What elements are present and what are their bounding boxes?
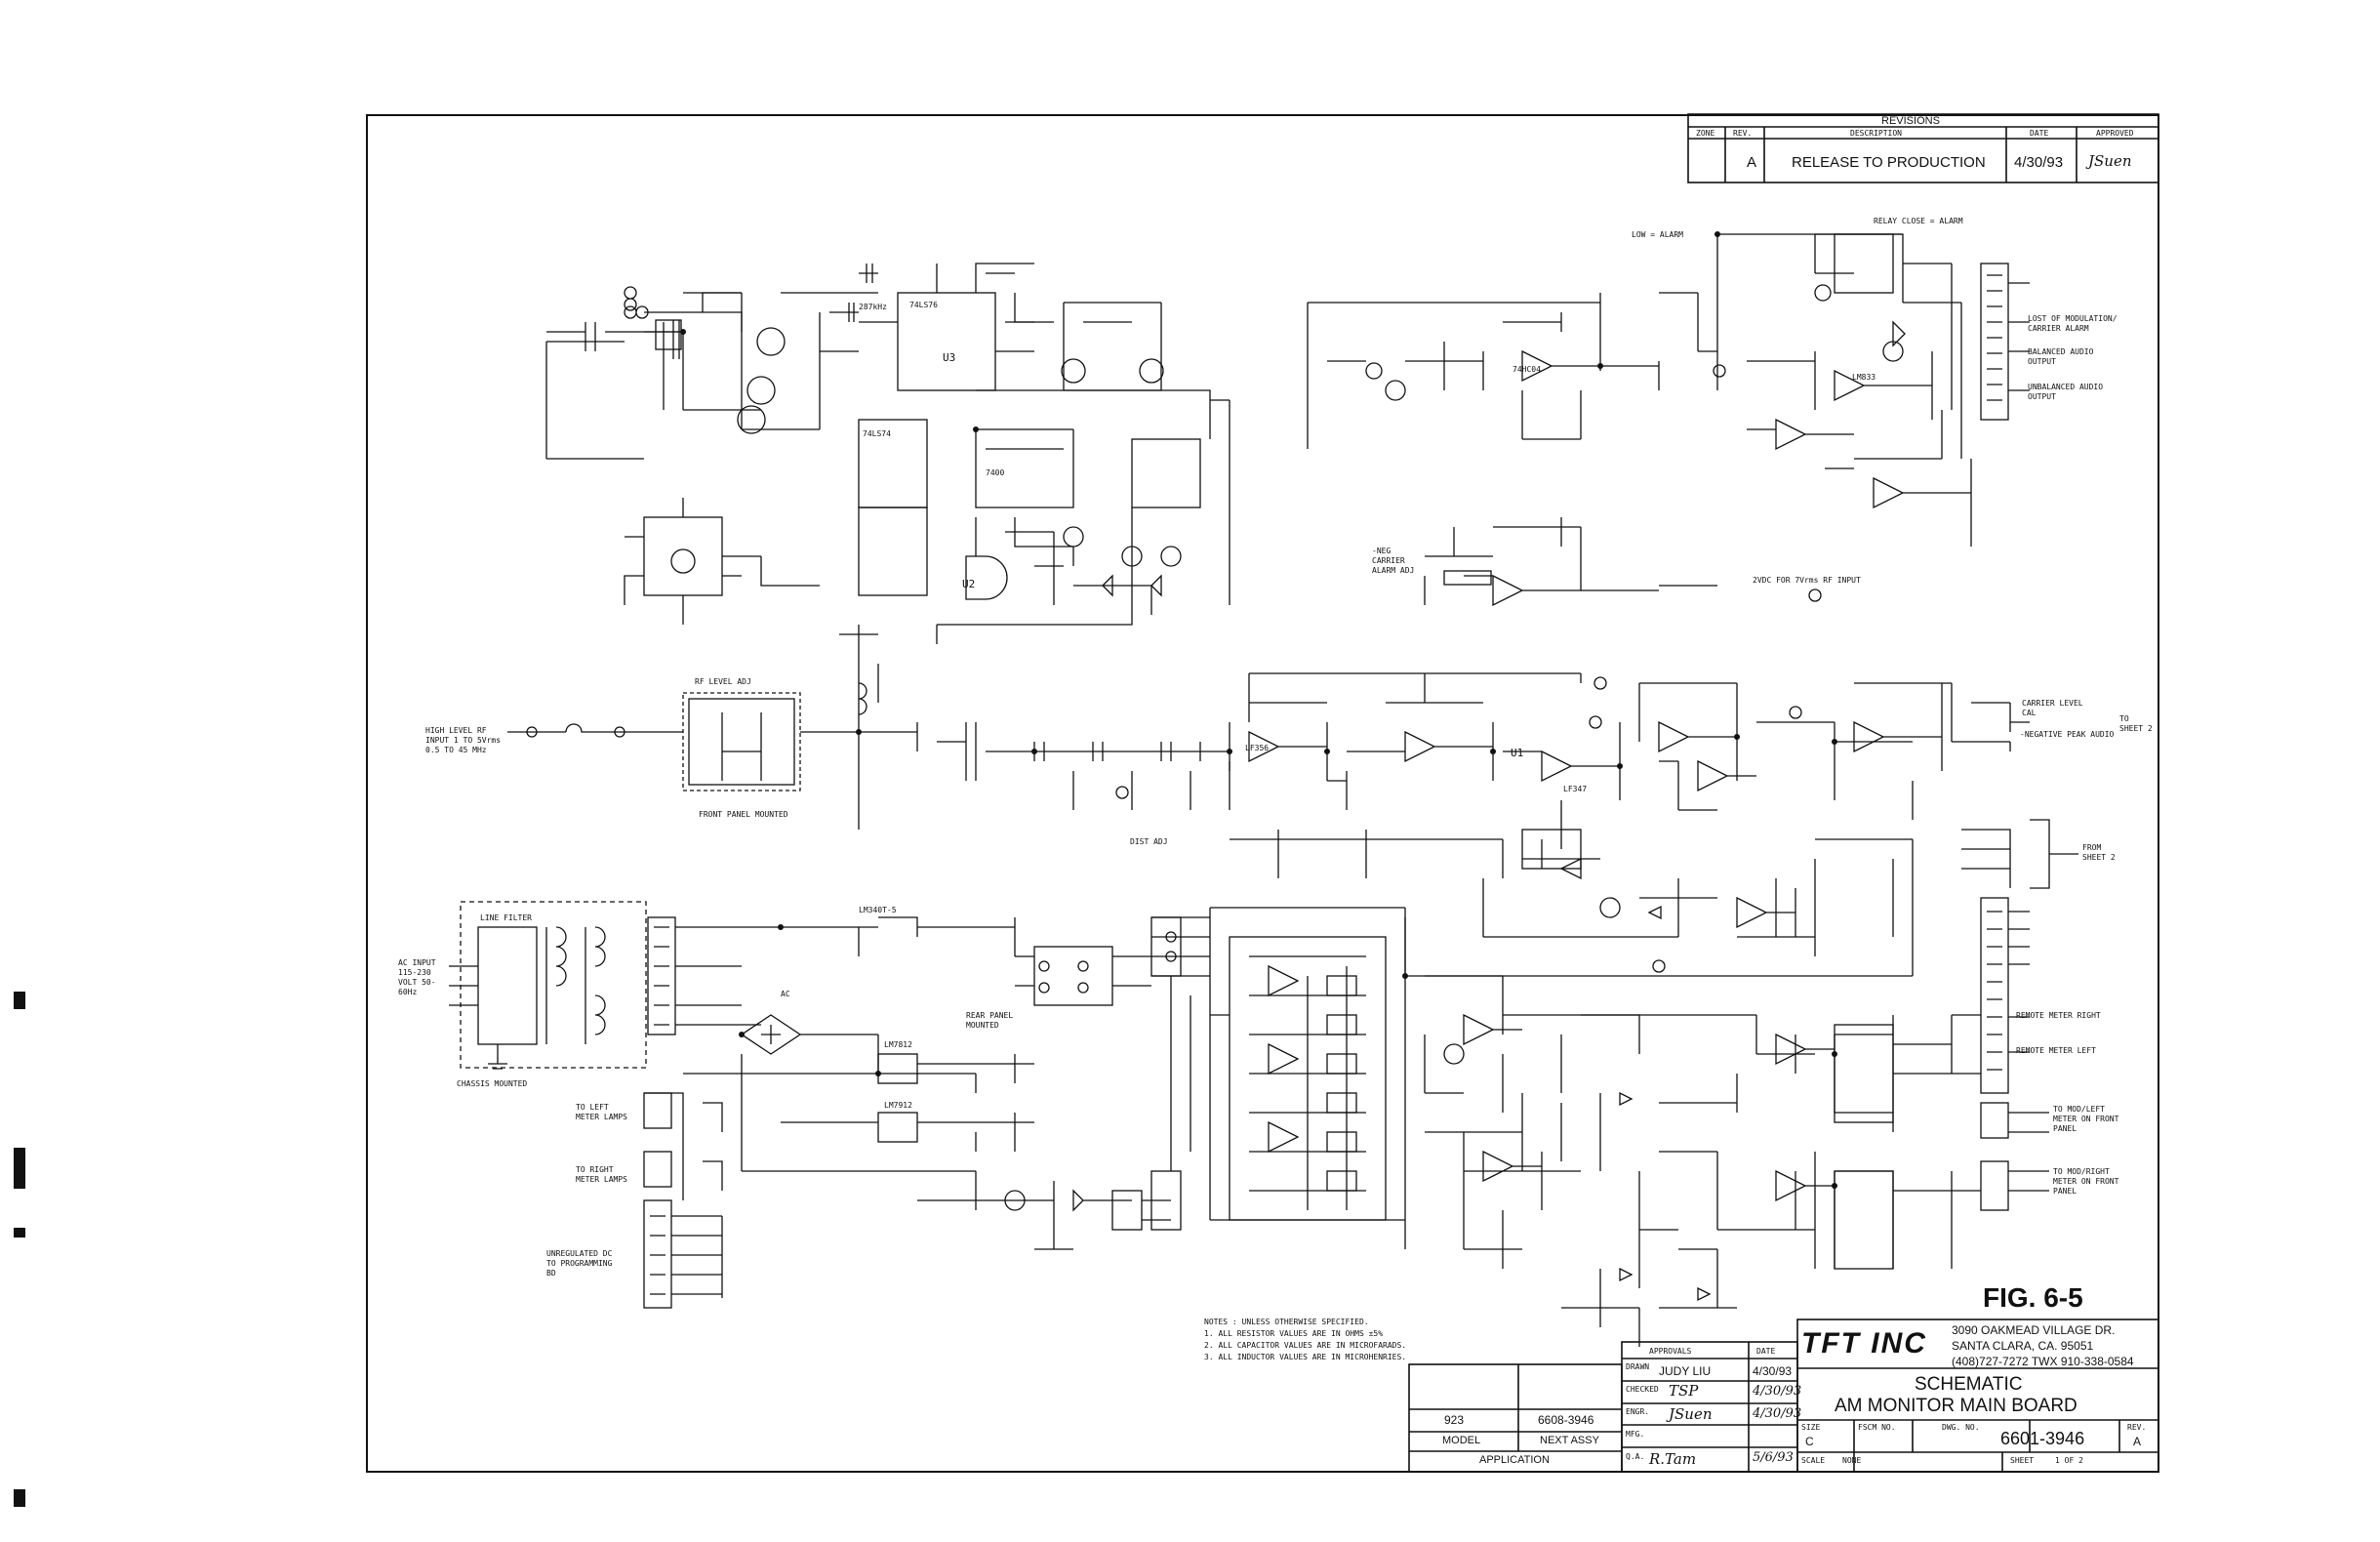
label-regulator-neg12: LM7912 <box>884 1101 912 1110</box>
application-next-assy: 6608-3946 <box>1538 1413 1594 1427</box>
approvals-date-header: DATE <box>1756 1347 1776 1356</box>
application-next-assy-label: NEXT ASSY <box>1540 1435 1599 1446</box>
label-remote-meter-right: REMOTE METER RIGHT <box>2016 1011 2101 1020</box>
approval-role-qa: Q.A. <box>1626 1452 1645 1461</box>
label-opamp-lf356: LF356 <box>1245 744 1270 752</box>
dwg-no-label: DWG. NO. <box>1942 1423 1980 1432</box>
label-ic-74ls76: 74LS76 <box>909 301 938 309</box>
label-rf-input: HIGH LEVEL RF INPUT 1 TO 5Vrms 0.5 TO 45… <box>425 726 502 754</box>
approval-role-mfg: MFG. <box>1626 1430 1645 1439</box>
sheet-label: SHEET <box>2010 1456 2035 1465</box>
binder-mark <box>14 1228 25 1238</box>
approval-role-drawn: DRAWN <box>1626 1362 1650 1371</box>
label-rear-panel: REAR PANEL MOUNTED <box>966 1011 1014 1030</box>
fscm-label: FSCM NO. <box>1858 1423 1896 1432</box>
revision-description: RELEASE TO PRODUCTION <box>1792 154 1986 171</box>
approval-name-qa: R.Tam <box>1649 1450 1697 1468</box>
label-rf-level-adj: RF LEVEL ADJ <box>695 677 751 686</box>
label-rf-input-level: 2VDC FOR 7Vrms RF INPUT <box>1753 576 1861 585</box>
label-lost-modulation: LOST OF MODULATION/ CARRIER ALARM <box>2028 314 2118 333</box>
approval-date-engr: 4/30/93 <box>1753 1406 1802 1421</box>
approval-date-qa: 5/6/93 <box>1753 1450 1794 1465</box>
label-regulator-5v: LM340T-5 <box>859 906 897 914</box>
sheet-value: 1 OF 2 <box>2055 1456 2083 1465</box>
rev-label: REV. <box>2127 1423 2147 1432</box>
binder-mark <box>14 1489 25 1507</box>
scale-value: NONE <box>1842 1456 1862 1465</box>
label-left-meter-lamps: TO LEFT METER LAMPS <box>576 1103 627 1121</box>
label-low-alarm: LOW = ALARM <box>1632 230 1683 239</box>
application-label: APPLICATION <box>1479 1454 1550 1466</box>
label-ac: AC <box>781 990 790 998</box>
label-front-panel: FRONT PANEL MOUNTED <box>699 810 788 819</box>
label-ic-74hc04: 74HC04 <box>1513 365 1541 374</box>
approval-date-checked: 4/30/93 <box>1753 1384 1802 1399</box>
label-ic-7400: 7400 <box>986 468 1005 477</box>
label-regulator-pos12: LM7812 <box>884 1040 912 1049</box>
application-model: 923 <box>1444 1413 1465 1427</box>
label-remote-meter-left: REMOTE METER LEFT <box>2016 1046 2096 1055</box>
label-to-mod-left: TO MOD/LEFT METER ON FRONT PANEL <box>2053 1105 2119 1133</box>
company-address-line2: SANTA CLARA, CA. 95051 <box>1952 1339 2094 1353</box>
note-header: NOTES : UNLESS OTHERWISE SPECIFIED. <box>1204 1318 1369 1326</box>
company-logo: TFT INC <box>1801 1327 1927 1359</box>
approval-role-engr: ENGR. <box>1626 1407 1650 1416</box>
approval-name-drawn: JUDY LIU <box>1659 1364 1712 1378</box>
label-carrier-level-cal: CARRIER LEVEL CAL <box>2022 699 2083 717</box>
approval-name-engr: JSuen <box>1669 1405 1713 1423</box>
label-chassis-mounted: CHASSIS MOUNTED <box>457 1079 528 1088</box>
size-value: C <box>1805 1435 1814 1448</box>
label-freq-note: 287kHz <box>859 303 887 311</box>
application-model-label: MODEL <box>1442 1435 1481 1446</box>
label-u2: U2 <box>962 578 976 590</box>
revisions-col-rev: REV. <box>1733 129 1753 138</box>
approvals-header: APPROVALS <box>1649 1347 1692 1356</box>
label-ic-74ls74: 74LS74 <box>863 429 891 438</box>
label-u1: U1 <box>1511 747 1524 759</box>
label-to-sheet2: TO SHEET 2 <box>2119 714 2153 733</box>
label-dist-adj: DIST ADJ <box>1130 837 1168 846</box>
rev-value: A <box>2133 1435 2142 1448</box>
revisions-col-zone: ZONE <box>1696 129 1715 138</box>
revisions-heading: REVISIONS <box>1881 115 1940 127</box>
binder-mark <box>14 992 25 1009</box>
revisions-col-date: DATE <box>2030 129 2049 138</box>
revisions-col-description: DESCRIPTION <box>1850 129 1902 138</box>
approval-name-checked: TSP <box>1669 1382 1699 1400</box>
label-to-mod-right: TO MOD/RIGHT METER ON FRONT PANEL <box>2053 1167 2119 1196</box>
company-address-line1: 3090 OAKMEAD VILLAGE DR. <box>1952 1323 2116 1337</box>
label-line-filter: LINE FILTER <box>480 913 532 922</box>
label-unbalanced-audio: UNBALANCED AUDIO OUTPUT <box>2028 383 2104 401</box>
label-relay-close: RELAY CLOSE = ALARM <box>1874 217 1963 225</box>
label-from-sheet2: FROM SHEET 2 <box>2082 843 2116 862</box>
label-right-meter-lamps: TO RIGHT METER LAMPS <box>576 1165 627 1184</box>
label-balanced-audio: BALANCED AUDIO OUTPUT <box>2028 347 2094 366</box>
label-neg-peak-audio: -NEGATIVE PEAK AUDIO <box>2020 730 2115 739</box>
drawing-title-line2: AM MONITOR MAIN BOARD <box>1835 1396 2077 1416</box>
label-carrier-alarm-adj: -NEG CARRIER ALARM ADJ <box>1372 547 1415 575</box>
dwg-no-value: 6601-3946 <box>2000 1429 2085 1448</box>
note-2: 2. ALL CAPACITOR VALUES ARE IN MICROFARA… <box>1204 1341 1407 1350</box>
label-u3: U3 <box>943 351 956 364</box>
note-1: 1. ALL RESISTOR VALUES ARE IN OHMS ±5% <box>1204 1329 1384 1338</box>
drawing-title-line1: SCHEMATIC <box>1915 1374 2023 1395</box>
revision-approved: JSuen <box>2088 152 2132 170</box>
note-3: 3. ALL INDUCTOR VALUES ARE IN MICROHENRI… <box>1204 1353 1407 1361</box>
label-opamp-lm833: LM833 <box>1852 373 1876 382</box>
binder-mark <box>14 1148 25 1189</box>
size-label: SIZE <box>1801 1423 1821 1432</box>
scale-label: SCALE <box>1801 1456 1826 1465</box>
approval-role-checked: CHECKED <box>1626 1385 1659 1394</box>
label-ac-input: AC INPUT 115-230 VOLT 50-60Hz <box>398 958 436 996</box>
approval-date-drawn: 4/30/93 <box>1753 1364 1793 1378</box>
revision-rev: A <box>1747 154 1757 171</box>
label-unregulated-dc: UNREGULATED DC TO PROGRAMMING BD <box>546 1249 613 1278</box>
revision-date: 4/30/93 <box>2014 154 2064 171</box>
revisions-col-approved: APPROVED <box>2096 129 2134 138</box>
label-opamp-lf347: LF347 <box>1563 785 1588 793</box>
company-phone: (408)727-7272 TWX 910-338-0584 <box>1952 1355 2134 1368</box>
figure-label: FIG. 6-5 <box>1983 1282 2083 1313</box>
